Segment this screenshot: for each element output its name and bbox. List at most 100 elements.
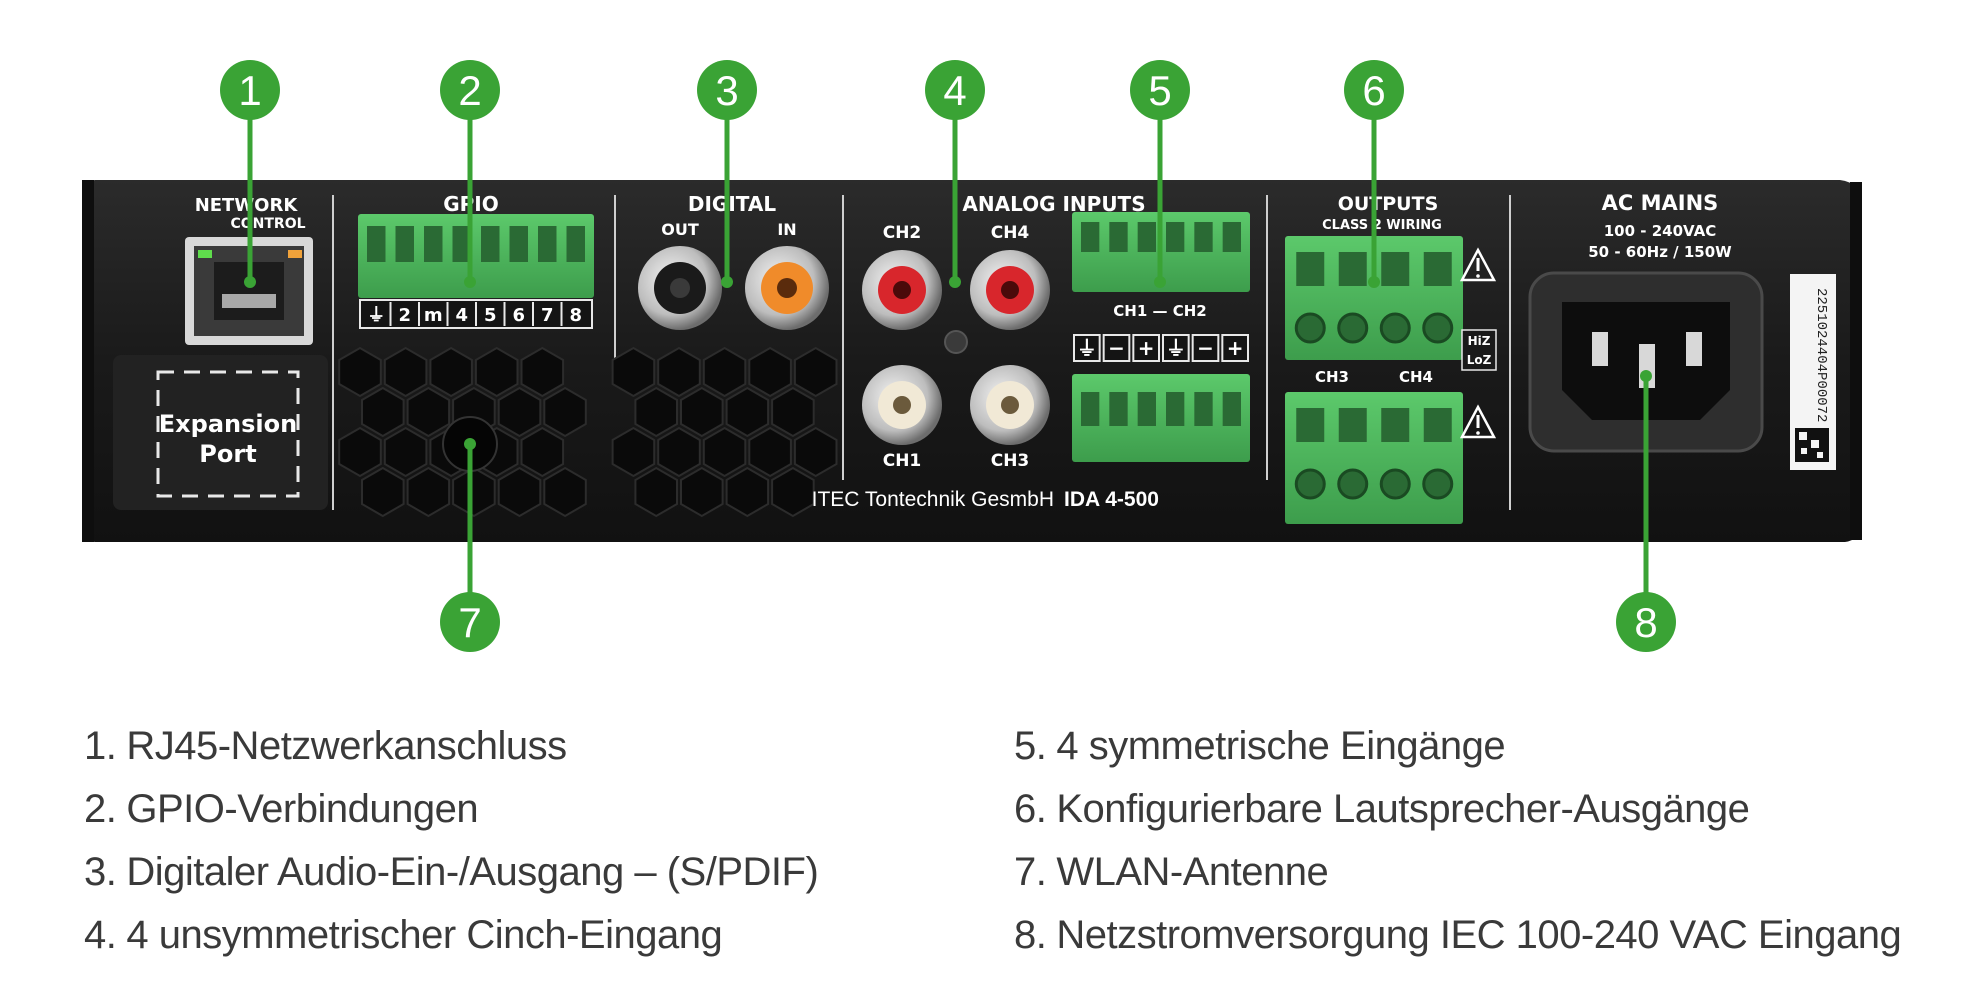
marker-number: 5 (1148, 67, 1171, 114)
rj45-port[interactable] (185, 237, 313, 345)
vent-hole (406, 466, 451, 518)
balanced-slot (1109, 392, 1128, 426)
gpio-terminal-slot (452, 226, 471, 262)
output-block-top[interactable] (1285, 236, 1463, 360)
vent-hole (793, 426, 838, 478)
vent-hole (338, 346, 382, 398)
legend-right: 5.4 symmetrische Eingänge 6.Konfigurierb… (1014, 715, 1902, 967)
network-label: NETWORK (195, 195, 299, 216)
vent-hole (748, 426, 792, 478)
marker-circle-1 (220, 60, 280, 120)
vent-hole (543, 386, 587, 438)
iec-inlet[interactable] (1528, 271, 1764, 453)
balanced-inputs-section: CH1 — CH2 ⏚−+⏚−+ ITEC Tontechnik GesmbH … (812, 212, 1250, 511)
legend-item: 6.Konfigurierbare Lautsprecher-Ausgänge (1014, 778, 1901, 841)
vent-hole (497, 386, 542, 438)
vent-hole (452, 466, 496, 518)
gpio-terminal-slot (395, 226, 414, 262)
digital-title: DIGITAL (688, 192, 776, 216)
legend-number: 3. (84, 850, 117, 894)
balanced-slot (1137, 392, 1156, 426)
output-screw (1379, 312, 1411, 344)
output-screw (1422, 312, 1454, 344)
digital-in-label: IN (777, 220, 796, 239)
vent-hole (657, 346, 701, 398)
serial-number: 2251024404P00072 (1813, 288, 1829, 422)
gpio-terminal-slot (481, 226, 500, 262)
outputs-section: OUTPUTS CLASS 2 WIRING HiZ LoZ CH3 CH4 (1285, 193, 1497, 524)
vent-hole (725, 466, 770, 518)
gpio-terminal-slot (509, 226, 528, 262)
vent-hole (406, 386, 451, 438)
polarity-symbol: + (1138, 336, 1155, 360)
expansion-port: Expansion Port (113, 355, 328, 510)
vent-hole (771, 386, 815, 438)
marker-number: 6 (1362, 67, 1385, 114)
balanced-input-block-bottom[interactable] (1072, 374, 1250, 462)
spdif-in-jack[interactable] (745, 246, 829, 330)
rca-ch3-jack[interactable] (970, 365, 1050, 445)
output-screw (1422, 468, 1454, 500)
rca-ch4-label: CH4 (991, 223, 1030, 243)
output-block-bottom[interactable] (1285, 392, 1463, 524)
vent-hole (383, 426, 428, 478)
marker-circle-7 (440, 592, 500, 652)
balanced-slot (1222, 222, 1241, 252)
vent-hole (702, 346, 747, 398)
legend-number: 2. (84, 787, 117, 831)
output-ch3-label: CH3 (1315, 368, 1349, 386)
control-label: CONTROL (230, 216, 305, 232)
output-screw (1294, 312, 1326, 344)
output-slot (1338, 408, 1367, 442)
gpio-terminal-label: m (424, 305, 443, 326)
vent-hole (383, 346, 428, 398)
balanced-slot (1194, 392, 1213, 426)
balanced-group-label: CH1 — CH2 (1113, 302, 1206, 320)
rca-ch3-label: CH3 (991, 451, 1030, 471)
rca-ch1-jack[interactable] (862, 365, 942, 445)
output-slot (1338, 252, 1367, 286)
balanced-slot (1137, 222, 1156, 252)
warning-icon-bottom (1459, 404, 1497, 439)
vent-hole (725, 386, 770, 438)
vent-hole (611, 346, 656, 398)
legend-text: RJ45-Netzwerkanschluss (126, 724, 567, 768)
marker-circle-8 (1616, 592, 1676, 652)
output-slot (1296, 408, 1325, 442)
polarity-symbol: ⏚ (1166, 336, 1186, 360)
balanced-slot (1194, 222, 1213, 252)
callout-dots (244, 276, 1652, 450)
vent-hole (429, 346, 473, 398)
vent-hole (543, 466, 587, 518)
gpio-terminal-slot (424, 226, 443, 262)
screw (944, 330, 968, 354)
output-slot (1296, 252, 1325, 286)
legend-item: 7.WLAN-Antenne (1014, 841, 1901, 904)
polarity-symbol: ⏚ (1077, 336, 1097, 360)
marker-number: 7 (458, 599, 481, 646)
warning-icon-top (1459, 247, 1497, 282)
rca-ch4-jack[interactable] (970, 250, 1050, 330)
legend-number: 6. (1014, 787, 1047, 831)
spdif-out-jack[interactable] (638, 246, 722, 330)
marker-circle-4 (925, 60, 985, 120)
vent-hole (793, 346, 838, 398)
legend-text: GPIO-Verbindungen (126, 787, 479, 831)
gpio-terminal-label: ⏚ (367, 305, 385, 326)
digital-section: DIGITAL OUT IN (638, 192, 829, 330)
gpio-terminal-slot (538, 226, 557, 262)
vent-hole (520, 346, 565, 398)
marker-number: 1 (238, 67, 261, 114)
output-screw (1337, 312, 1369, 344)
gpio-terminal-label: 7 (541, 305, 554, 326)
legend-number: 4. (84, 913, 117, 957)
hiz-loz-switch[interactable]: HiZ LoZ (1461, 329, 1497, 371)
marker-number: 8 (1634, 599, 1657, 646)
legend-number: 1. (84, 724, 117, 768)
rca-ch2-jack[interactable] (862, 250, 942, 330)
panel-dividers (332, 195, 1511, 510)
vent-hole (520, 426, 565, 478)
